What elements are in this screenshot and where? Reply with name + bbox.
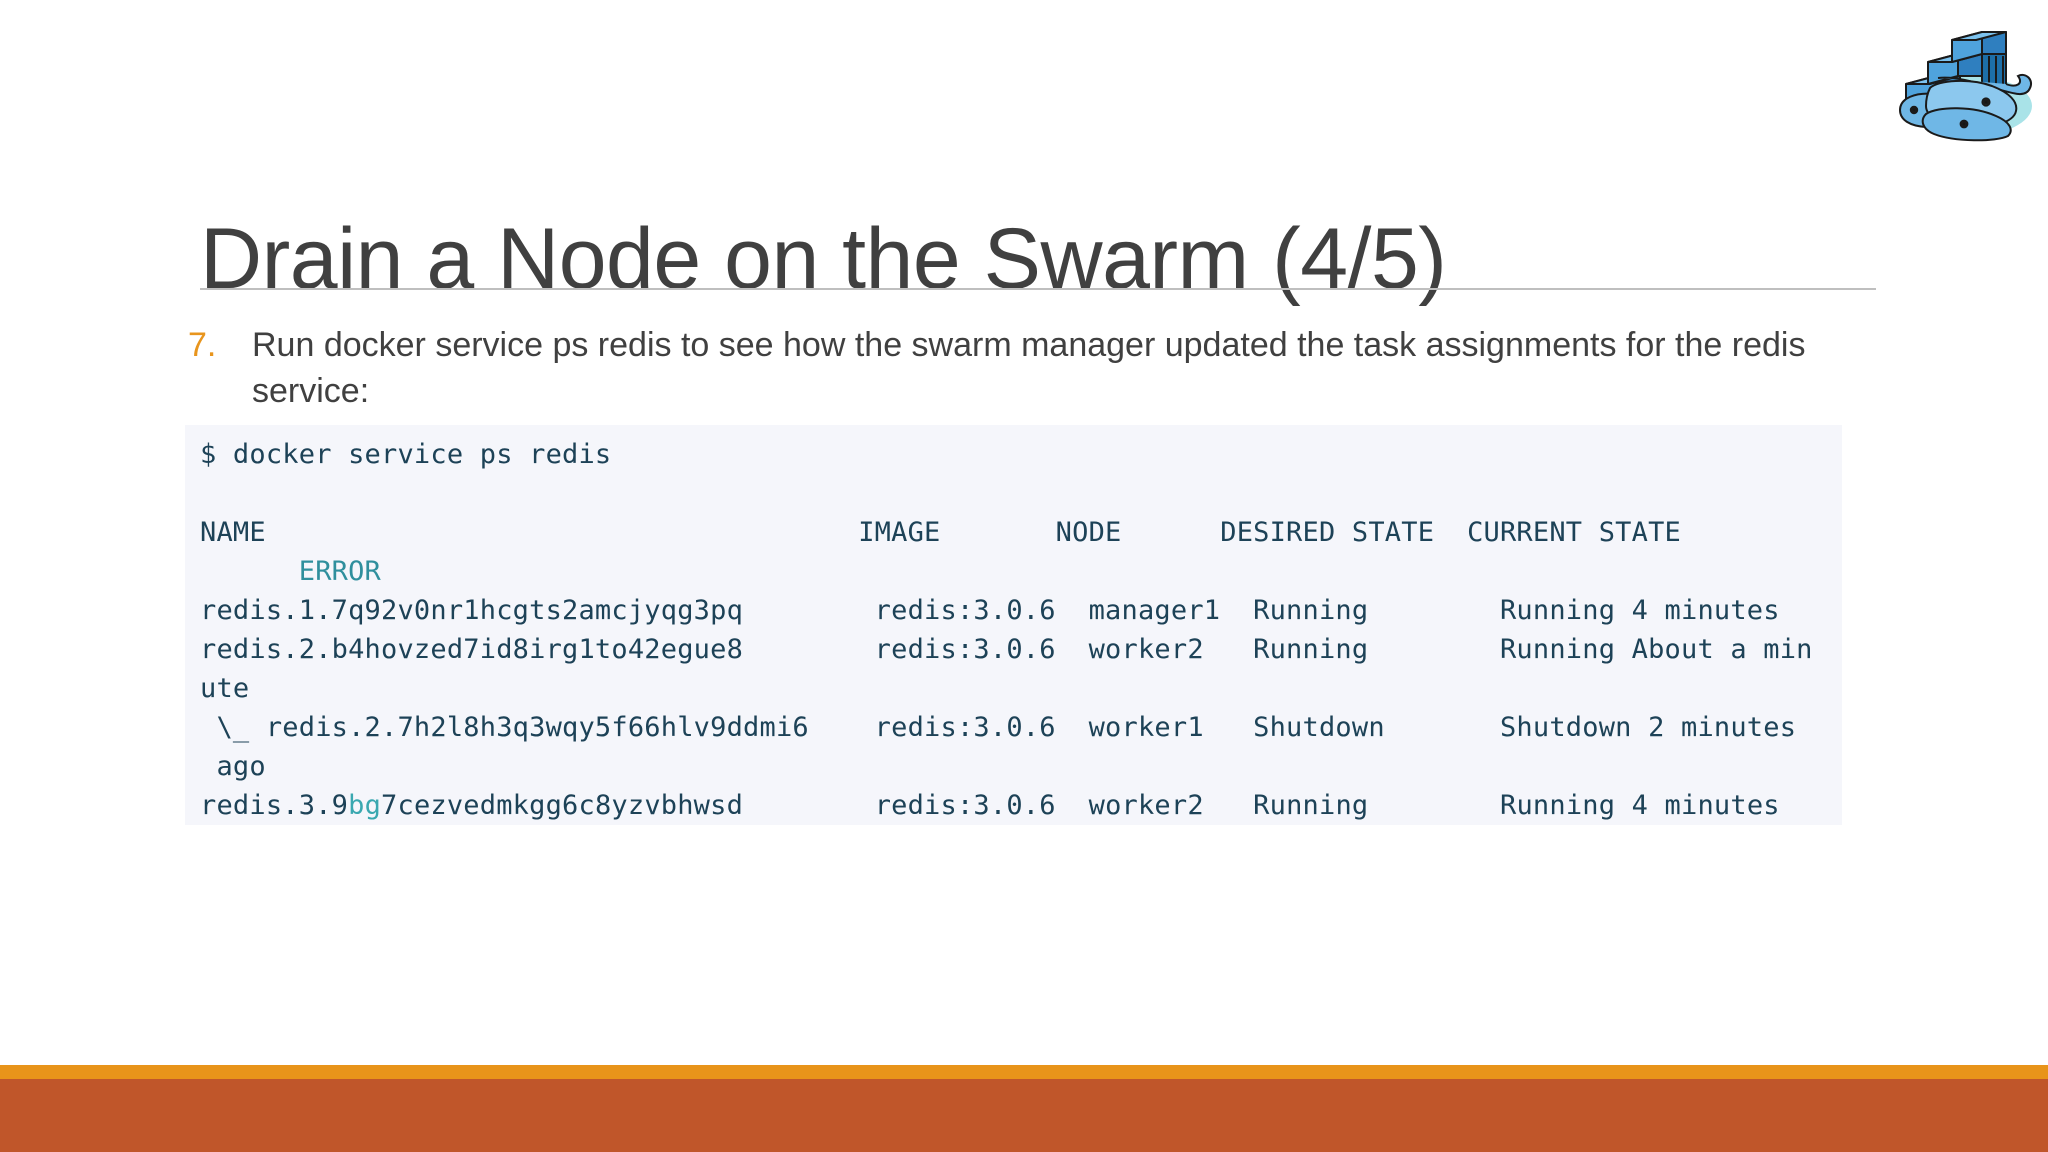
terminal-line-row2: redis.2.b4hovzed7id8irg1to42egue8 redis:… [185,630,1842,669]
terminal-text: redis.2.b4hovzed7id8irg1to42egue8 redis:… [200,634,1813,665]
title-divider [200,288,1876,290]
page-title: Drain a Node on the Swarm (4/5) [200,210,1447,307]
terminal-text: ute [200,673,250,704]
list-item-label: Run docker service ps redis to see how t… [252,326,1806,410]
terminal-line-row4: redis.3.9bg7cezvedmkgg6c8yzvbhwsd redis:… [185,786,1842,825]
terminal-text: ago [200,751,266,782]
terminal-text: ERROR [200,556,382,587]
terminal-text [200,478,216,509]
terminal-text: redis.3.9 [200,790,349,821]
footer-accent-stripe [0,1065,2048,1079]
terminal-line-header2: ERROR [185,552,1842,591]
terminal-line-cmd: $ docker service ps redis [185,435,1842,474]
terminal-text: redis.1.7q92v0nr1hcgts2amcjyqg3pq redis:… [200,595,1780,626]
list-item: 7. Run docker service ps redis to see ho… [188,322,1908,414]
terminal-line-blank1 [185,474,1842,513]
terminal-line-row3wrap: ago [185,747,1842,786]
terminal-line-header: NAME IMAGE NODE DESIRED STATE CURRENT ST… [185,513,1842,552]
footer-band [0,1079,2048,1152]
list-item-number: 7. [188,326,217,364]
terminal-line-row2wrap: ute [185,669,1842,708]
terminal-text: bg [348,790,382,821]
terminal-text: 7cezvedmkgg6c8yzvbhwsd redis:3.0.6 worke… [381,790,1780,821]
terminal-text: \_ redis.2.7h2l8h3q3wqy5f66hlv9ddmi6 red… [200,712,1797,743]
terminal-text: NAME IMAGE NODE DESIRED STATE CURRENT ST… [200,517,1681,548]
terminal-line-row1: redis.1.7q92v0nr1hcgts2amcjyqg3pq redis:… [185,591,1842,630]
terminal-output-block: $ docker service ps redis NAME IMAGE NOD… [185,425,1842,825]
docker-whale-logo [1898,14,2038,142]
docker-whale-icon [1898,31,2032,142]
terminal-line-row3: \_ redis.2.7h2l8h3q3wqy5f66hlv9ddmi6 red… [185,708,1842,747]
terminal-text: $ docker service ps redis [200,439,612,470]
